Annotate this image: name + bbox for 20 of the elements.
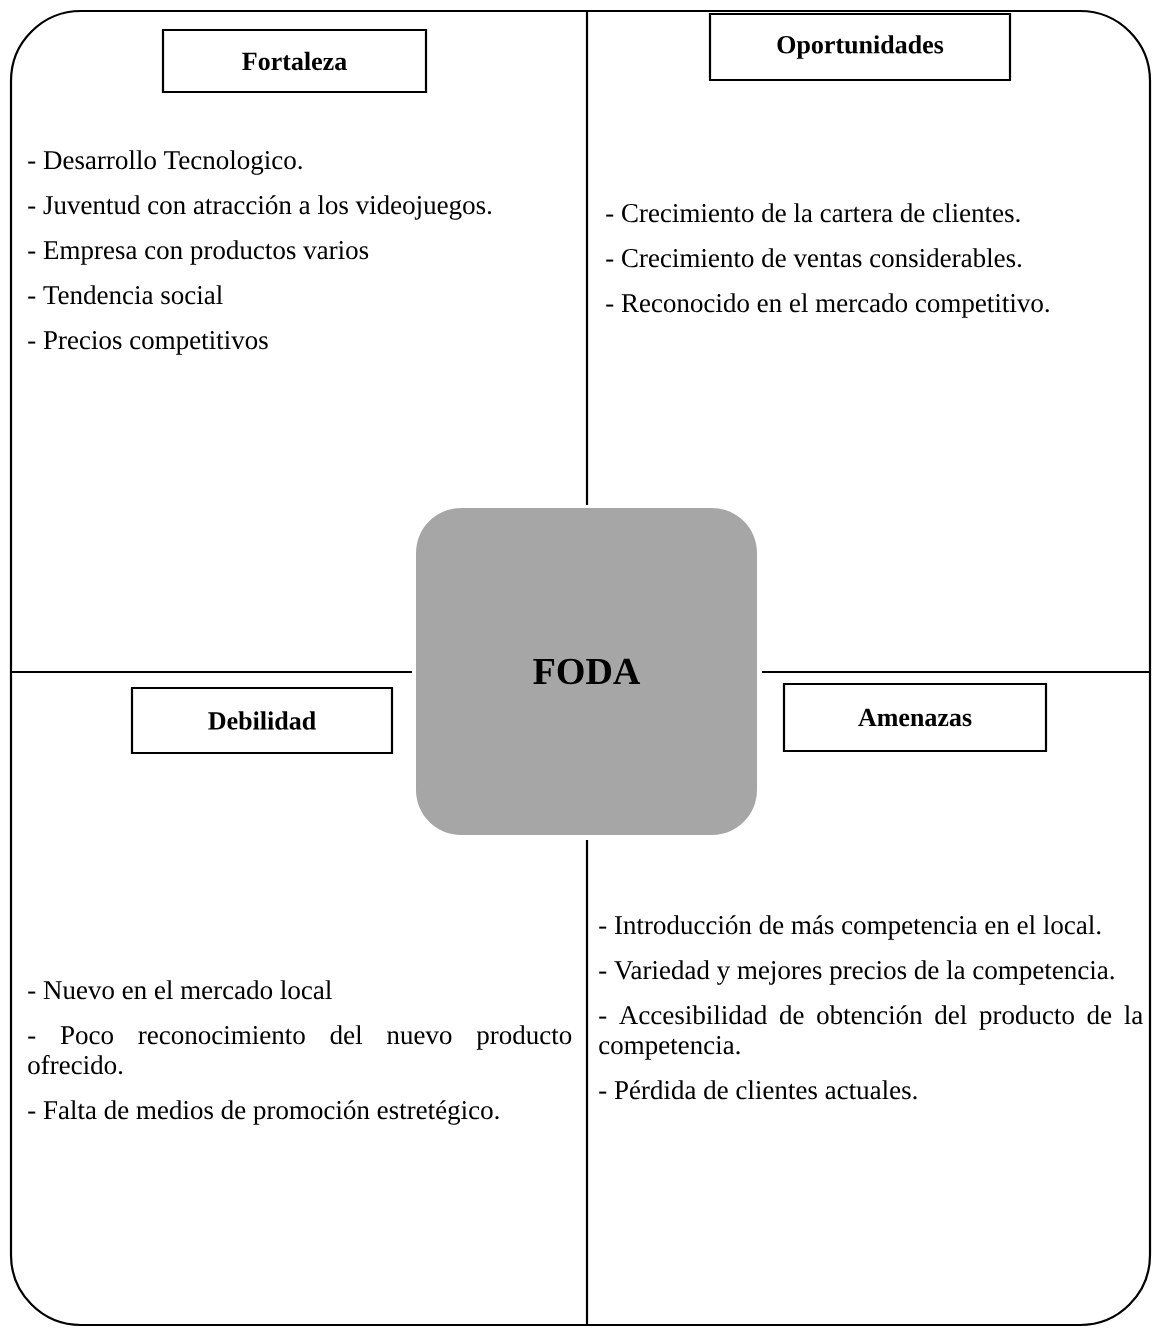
heading-box: Amenazas	[782, 682, 1048, 753]
heading-box: Debilidad	[130, 686, 394, 755]
list-item: - Crecimiento de ventas considerables.	[606, 248, 1022, 268]
list-item: - Pérdida de clientes actuales.	[599, 1080, 917, 1100]
center-box: FODA	[416, 508, 757, 835]
list-item: - Empresa con productos varios	[28, 240, 369, 265]
heading-box: Oportunidades	[708, 12, 1012, 82]
list-item: - Introducción de más competencia en el local.	[599, 915, 1101, 940]
list-item: - Poco reconocimiento del nuevo producto ofrecido.	[28, 1025, 572, 1075]
list-item: - Desarrollo Tecnologico.	[28, 150, 302, 175]
list-item: - Nuevo en el mercado local	[28, 980, 332, 1000]
list-item: - Accesibilidad de obtención del producto de la competencia.	[599, 1005, 1143, 1060]
list-item: - Juventud con atracción a los videojuegos.	[28, 195, 492, 220]
list-item: - Tendencia social	[28, 285, 223, 305]
list-item: - Falta de medios de promoción estretégico.	[28, 1100, 499, 1125]
list-item: - Crecimiento de la cartera de clientes.	[606, 203, 1020, 223]
list-item: - Precios competitivos	[28, 331, 268, 355]
list-item: - Variedad y mejores precios de la competencia.	[599, 960, 1114, 985]
heading-box: Fortaleza	[161, 28, 428, 94]
list-item: - Reconocido en el mercado competitivo.	[606, 293, 1049, 318]
